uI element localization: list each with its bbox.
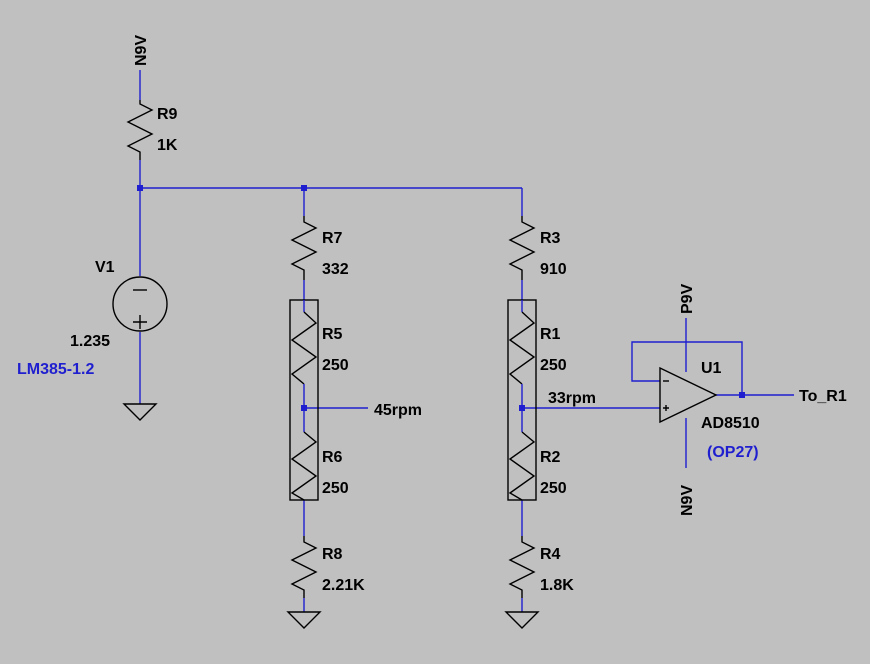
junction-dot (739, 392, 745, 398)
r5-value: 250 (322, 357, 349, 374)
u1-alt-model: (OP27) (707, 444, 759, 461)
r6-value: 250 (322, 480, 349, 497)
resistor-r4[interactable] (508, 536, 536, 598)
r1-name: R1 (540, 326, 561, 343)
ground-symbol (122, 403, 158, 421)
v1-value: 1.235 (70, 333, 110, 350)
net-label-n9v-top: N9V (133, 35, 150, 66)
v1-model: LM385-1.2 (17, 361, 94, 378)
u1-name: U1 (701, 360, 722, 377)
r2-name: R2 (540, 449, 561, 466)
r8-name: R8 (322, 546, 343, 563)
wires (139, 70, 794, 612)
net-label-n9v-bottom: N9V (679, 485, 696, 516)
potentiometer-r1-r2[interactable] (507, 299, 537, 501)
junction-dots (137, 185, 745, 411)
r9-name: R9 (157, 106, 178, 123)
resistor-r9[interactable] (126, 100, 154, 160)
u1-model: AD8510 (701, 415, 760, 432)
potentiometer-r5-r6[interactable] (289, 299, 319, 501)
resistor-r8[interactable] (290, 536, 318, 598)
r7-value: 332 (322, 261, 349, 278)
r3-name: R3 (540, 230, 561, 247)
resistor-r1 (508, 311, 536, 385)
ground-symbol (286, 611, 322, 629)
r2-value: 250 (540, 480, 567, 497)
resistor-r2 (508, 431, 536, 501)
net-label-p9v: P9V (679, 283, 696, 314)
ground-symbol (504, 611, 540, 629)
r4-value: 1.8K (540, 577, 574, 594)
opamp-u1[interactable] (659, 366, 718, 424)
resistor-r5 (290, 311, 318, 385)
v1-name: V1 (95, 259, 115, 276)
r9-value: 1K (157, 137, 178, 154)
noninverting-input-symbol (663, 405, 669, 411)
net-label-to-r1: To_R1 (799, 388, 847, 405)
net-label-33rpm: 33rpm (548, 390, 596, 407)
resistor-r6 (290, 431, 318, 501)
r7-name: R7 (322, 230, 343, 247)
r8-value: 2.21K (322, 577, 365, 594)
r4-name: R4 (540, 546, 561, 563)
r5-name: R5 (322, 326, 343, 343)
junction-dot (301, 185, 307, 191)
junction-dot (137, 185, 143, 191)
voltage-source-v1[interactable] (112, 276, 168, 332)
resistor-r3[interactable] (508, 216, 536, 280)
r3-value: 910 (540, 261, 567, 278)
r6-name: R6 (322, 449, 343, 466)
net-label-45rpm: 45rpm (374, 402, 422, 419)
r1-value: 250 (540, 357, 567, 374)
resistor-r7[interactable] (290, 216, 318, 280)
